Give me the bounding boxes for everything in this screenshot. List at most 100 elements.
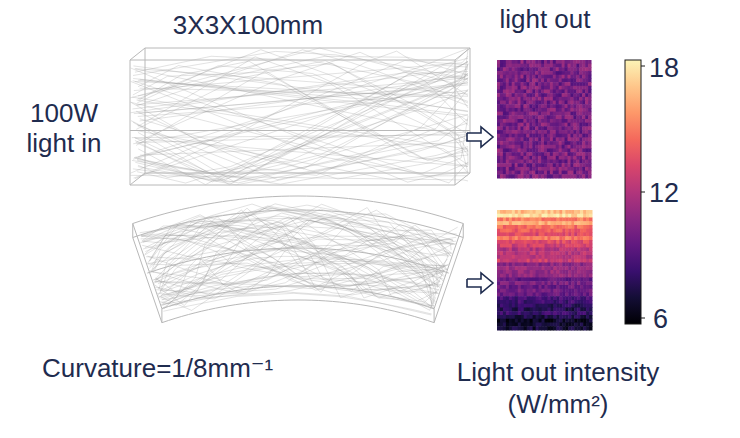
intensity-cell — [533, 248, 536, 252]
intensity-cell — [573, 101, 576, 105]
intensity-cell — [539, 240, 542, 244]
intensity-cell — [553, 274, 556, 278]
intensity-cell — [568, 112, 571, 116]
intensity-cell — [497, 266, 500, 270]
intensity-cell — [573, 160, 576, 164]
intensity-cell — [515, 119, 518, 123]
intensity-cell — [521, 225, 524, 229]
intensity-cell — [571, 293, 574, 297]
intensity-cell — [577, 225, 580, 229]
intensity-cell — [538, 174, 541, 178]
intensity-cell — [521, 229, 524, 233]
intensity-cell — [509, 255, 512, 259]
intensity-cell — [506, 270, 509, 274]
intensity-cell — [562, 97, 565, 101]
intensity-cell — [524, 233, 527, 237]
intensity-cell — [553, 97, 556, 101]
intensity-cell — [544, 67, 547, 71]
intensity-cell — [532, 145, 535, 149]
intensity-cell — [524, 281, 527, 285]
intensity-cell — [545, 229, 548, 233]
intensity-cell — [521, 112, 524, 116]
intensity-cell — [542, 251, 545, 255]
intensity-cell — [570, 104, 573, 108]
intensity-cell — [556, 221, 559, 225]
intensity-cell — [565, 141, 568, 145]
intensity-cell — [512, 60, 515, 64]
intensity-cell — [547, 60, 550, 64]
intensity-cell — [532, 163, 535, 167]
intensity-cell — [553, 60, 556, 64]
intensity-cell — [512, 101, 515, 105]
intensity-cell — [503, 296, 506, 300]
intensity-cell — [500, 289, 503, 293]
intensity-cell — [500, 75, 503, 79]
intensity-cell — [571, 214, 574, 218]
intensity-cell — [518, 160, 521, 164]
intensity-cell — [515, 293, 518, 297]
intensity-cell — [539, 244, 542, 248]
intensity-cell — [506, 248, 509, 252]
intensity-cell — [585, 60, 588, 64]
intensity-cell — [538, 119, 541, 123]
intensity-cell — [523, 86, 526, 90]
guide-outline — [434, 224, 463, 309]
intensity-cell — [523, 104, 526, 108]
intensity-cell — [562, 64, 565, 68]
intensity-cell — [536, 270, 539, 274]
intensity-cell — [559, 137, 562, 141]
intensity-cell — [544, 126, 547, 130]
light-ray — [140, 63, 468, 121]
intensity-cell — [512, 71, 515, 75]
intensity-cell — [500, 64, 503, 68]
intensity-cell — [553, 236, 556, 240]
intensity-cell — [545, 289, 548, 293]
intensity-cell — [574, 236, 577, 240]
intensity-cell — [565, 210, 568, 214]
intensity-cell — [585, 86, 588, 90]
intensity-cell — [521, 281, 524, 285]
intensity-cell — [589, 218, 592, 222]
intensity-cell — [568, 119, 571, 123]
intensity-cell — [521, 274, 524, 278]
intensity-cell — [577, 255, 580, 259]
intensity-cell — [544, 104, 547, 108]
intensity-cell — [515, 64, 518, 68]
guide-outline — [455, 48, 470, 60]
intensity-cell — [550, 263, 553, 267]
intensity-cell — [559, 214, 562, 218]
light-ray — [148, 249, 441, 286]
intensity-cell — [588, 152, 591, 156]
intensity-cell — [553, 93, 556, 97]
intensity-cell — [512, 210, 515, 214]
intensity-cell — [539, 210, 542, 214]
intensity-cell — [582, 97, 585, 101]
intensity-cell — [545, 278, 548, 282]
intensity-cell — [509, 210, 512, 214]
intensity-cell — [521, 266, 524, 270]
intensity-cell — [532, 71, 535, 75]
light-ray — [145, 205, 451, 251]
intensity-cell — [500, 259, 503, 263]
intensity-cell — [553, 263, 556, 267]
intensity-cell — [579, 93, 582, 97]
intensity-cell — [588, 137, 591, 141]
intensity-cell — [544, 78, 547, 82]
intensity-cell — [533, 214, 536, 218]
intensity-cell — [565, 160, 568, 164]
intensity-cell — [547, 281, 550, 285]
intensity-cell — [574, 259, 577, 263]
intensity-cell — [506, 126, 509, 130]
intensity-cell — [538, 112, 541, 116]
intensity-cell — [588, 160, 591, 164]
intensity-cell — [515, 130, 518, 134]
intensity-cell — [515, 233, 518, 237]
intensity-cell — [509, 274, 512, 278]
intensity-cell — [586, 210, 589, 214]
intensity-cell — [503, 137, 506, 141]
intensity-cell — [497, 233, 500, 237]
intensity-cell — [529, 78, 532, 82]
intensity-cell — [518, 115, 521, 119]
intensity-cell — [547, 300, 550, 304]
guide-outline — [130, 173, 145, 185]
